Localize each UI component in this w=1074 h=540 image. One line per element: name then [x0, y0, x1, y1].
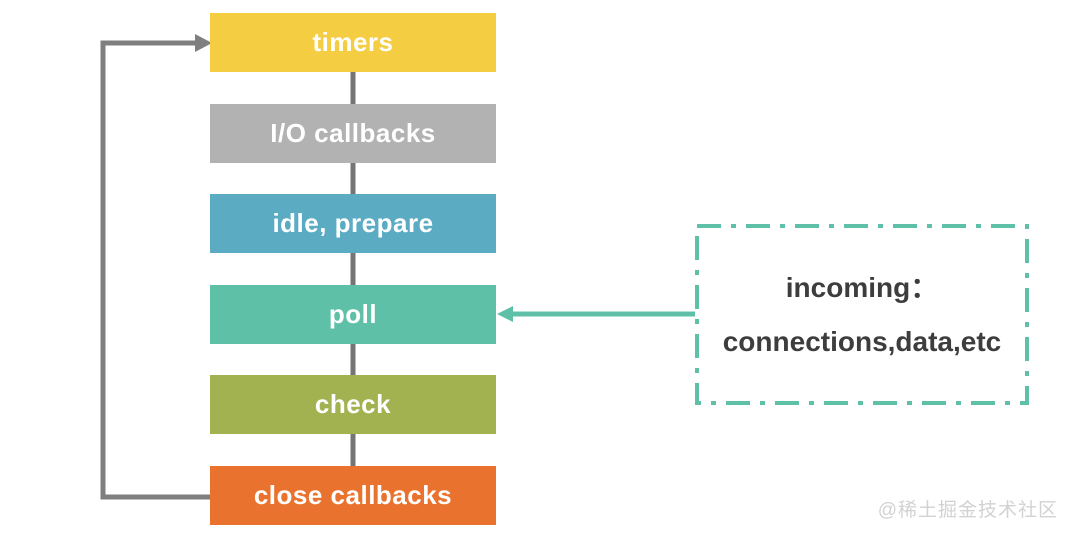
phase-block-check: check: [210, 375, 496, 434]
phase-label-timers: timers: [312, 27, 394, 57]
incoming-box-border: [695, 224, 1029, 405]
incoming-box: incoming： connections,data,etc: [697, 226, 1027, 403]
incoming-arrowhead-icon: [497, 306, 513, 322]
phase-block-poll: poll: [210, 285, 496, 344]
loop-arrowhead-icon: [195, 34, 212, 52]
incoming-box-line1: incoming：: [785, 271, 939, 303]
phase-block-close-callbacks: close callbacks: [210, 466, 496, 525]
incoming-box-line2: connections,data,etc: [722, 325, 1002, 357]
phase-label-idle-prepare: idle, prepare: [272, 208, 434, 238]
watermark: @稀土掘金技术社区: [877, 500, 1058, 521]
phase-block-timers: timers: [210, 13, 496, 72]
phase-label-check: check: [314, 389, 392, 419]
phase-block-io-callbacks: I/O callbacks: [210, 104, 496, 163]
loop-arrow-line: [100, 40, 212, 500]
phase-label-io-callbacks: I/O callbacks: [270, 118, 436, 148]
phase-label-poll: poll: [328, 299, 378, 329]
phase-block-idle-prepare: idle, prepare: [210, 194, 496, 253]
phase-label-close-callbacks: close callbacks: [253, 480, 453, 510]
